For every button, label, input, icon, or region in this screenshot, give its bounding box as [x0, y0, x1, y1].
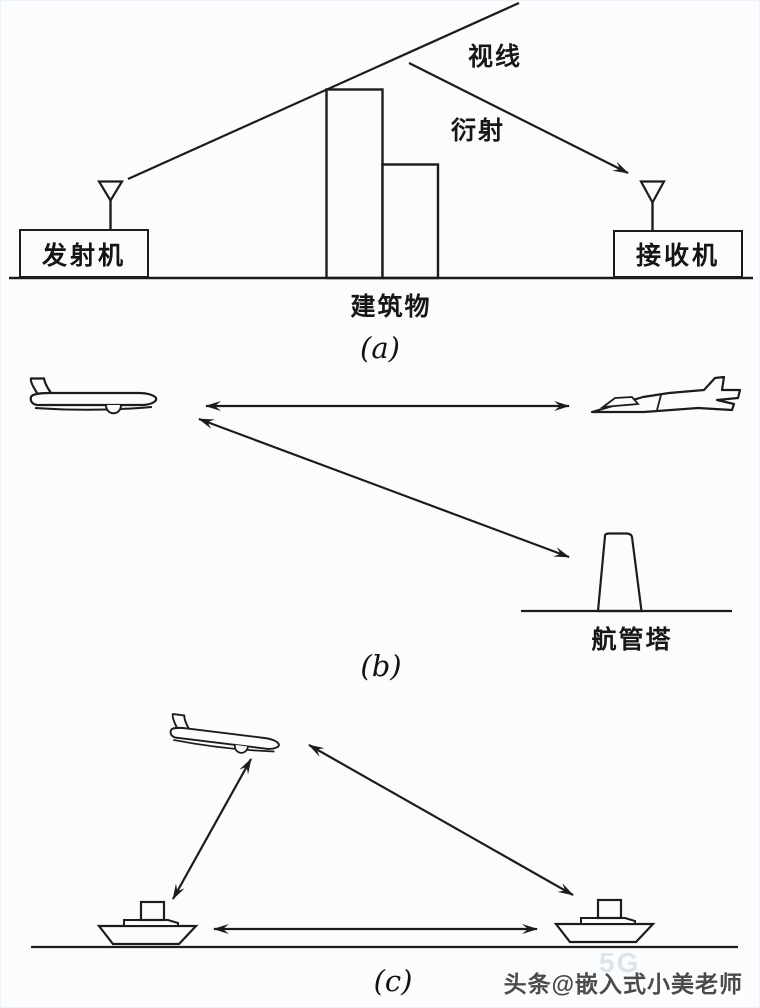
airliner-icon-b [29, 377, 158, 415]
receiver-box: 接收机 [613, 230, 743, 278]
diffraction-arrow [408, 62, 629, 174]
airliner-icon-c [168, 713, 283, 759]
transmitter-antenna-icon [97, 180, 124, 229]
left-ship-icon [97, 900, 198, 946]
tall-building-shape [325, 88, 384, 280]
panel-c-art [31, 713, 738, 949]
receiver-antenna-icon [639, 180, 666, 230]
plane-to-tower-arrow [198, 417, 570, 559]
sight-line-label: 视线 [467, 43, 522, 71]
panel-a-art [9, 1, 753, 280]
panel-c-caption: (c) [373, 964, 413, 998]
panel-b-art [29, 375, 742, 613]
ship-to-plane-arrow [172, 758, 252, 900]
transmitter-box: 发射机 [19, 229, 149, 278]
fighter-jet-icon [590, 375, 742, 414]
short-building-shape [381, 163, 440, 280]
line-of-sight-line [127, 1, 520, 181]
panel-b-caption: (b) [360, 649, 402, 683]
control-tower-shape [596, 532, 643, 613]
right-ship-icon [554, 898, 655, 944]
control-tower-label: 航管塔 [591, 626, 673, 654]
ghost-watermark: 5G [599, 947, 641, 978]
panel-a-caption: (a) [360, 331, 400, 365]
toutiao-watermark: 头条@嵌入式小美老师 [503, 971, 743, 997]
building-label: 建筑物 [350, 293, 432, 321]
diffraction-label: 衍射 [450, 117, 505, 145]
plane-to-ship-arrow [308, 744, 574, 896]
